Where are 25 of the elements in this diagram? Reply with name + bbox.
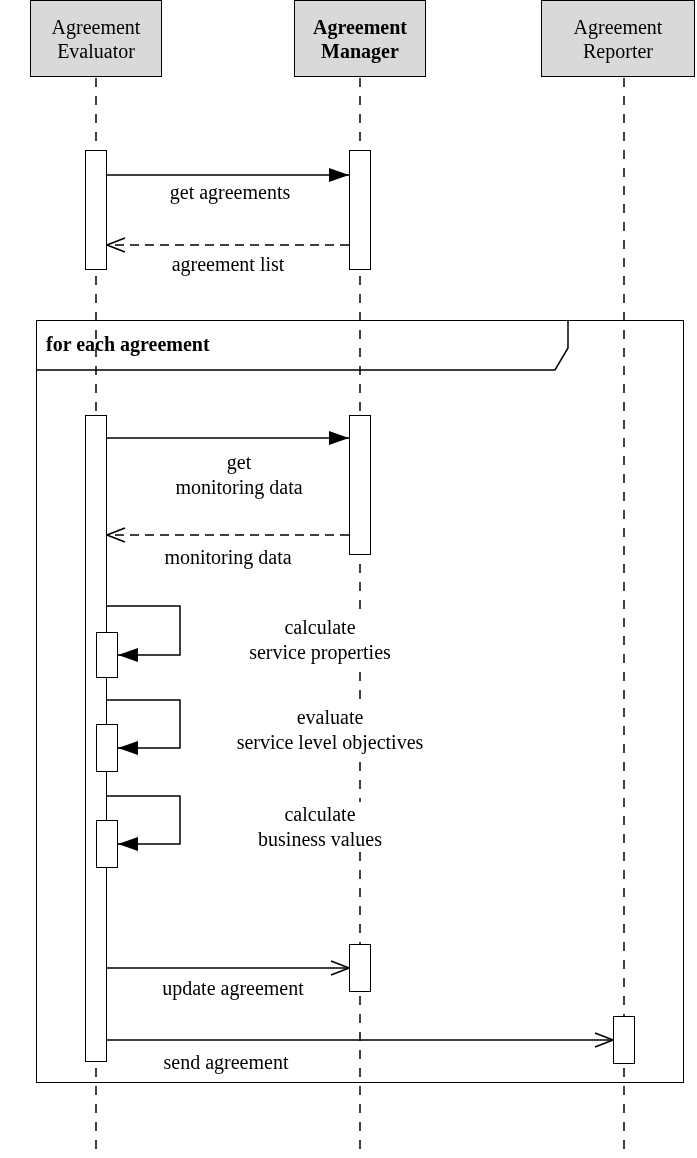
message-arrow xyxy=(106,605,181,662)
message-label: calculate service properties xyxy=(247,615,393,665)
message-label: evaluate service level objectives xyxy=(234,705,426,755)
participant-box xyxy=(541,0,695,77)
activation-bar xyxy=(84,414,107,1062)
message-arrow xyxy=(106,960,350,976)
message-arrow xyxy=(106,795,181,851)
participant-name: Agreement Reporter xyxy=(572,14,664,63)
activation-bar xyxy=(85,150,107,270)
message-arrow xyxy=(106,168,350,182)
activation-bar xyxy=(348,414,371,555)
participant-name: Agreement Manager xyxy=(311,14,408,63)
activation-bar xyxy=(612,1015,635,1064)
return-arrow xyxy=(106,527,350,543)
return-arrow xyxy=(106,237,350,253)
activation-bar xyxy=(348,943,371,992)
participant-name: Agreement Evaluator xyxy=(50,14,142,63)
loop-frame xyxy=(36,320,684,1083)
message-arrow xyxy=(106,431,350,445)
participant-box xyxy=(30,0,162,77)
message-arrow xyxy=(106,699,181,755)
frame-title: for each agreement xyxy=(46,333,210,356)
participant-box xyxy=(294,0,426,77)
activation-bar xyxy=(349,150,371,270)
message-arrow xyxy=(106,1032,614,1048)
